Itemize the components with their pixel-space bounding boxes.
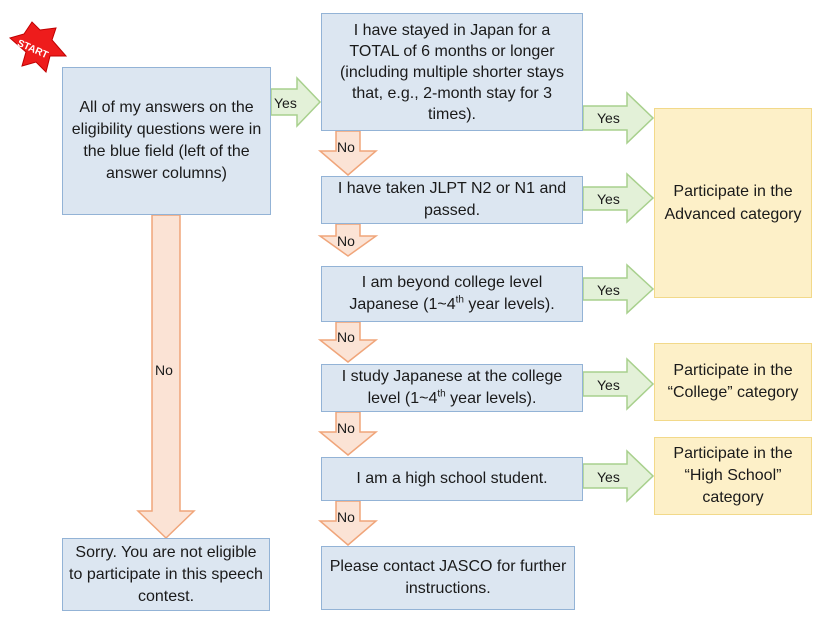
no-label-beyond: No: [337, 329, 355, 345]
no-label-left: No: [155, 362, 173, 378]
no-label-jlpt: No: [337, 233, 355, 249]
yes-arrow-beyond: [582, 263, 655, 315]
no-arrow-beyond: [317, 321, 379, 363]
yes-label-stayed: Yes: [597, 110, 620, 126]
no-label-stayed: No: [337, 139, 355, 155]
college-question-text: I study Japanese at the college level (1…: [341, 368, 563, 407]
yes-arrow-jlpt: [582, 172, 655, 224]
start-burst-icon: [8, 21, 68, 73]
yes-label-jlpt: Yes: [597, 191, 620, 207]
yes-arrow-college: [582, 357, 655, 411]
no-arrow-stayed: [317, 130, 379, 176]
yes-label-highschool: Yes: [597, 469, 620, 485]
jlpt-question-text: I have taken JLPT N2 or N1 and passed.: [337, 180, 567, 219]
college-category-text: Participate in the “College” category: [667, 362, 799, 401]
highschool-question-box: I am a high school student.: [321, 457, 583, 501]
highschool-question-text: I am a high school student.: [356, 470, 548, 487]
contact-box: Please contact JASCO for further instruc…: [321, 546, 575, 610]
college-question-box: I study Japanese at the college level (1…: [321, 364, 583, 412]
no-label-highschool: No: [337, 509, 355, 525]
not-eligible-box: Sorry. You are not eligible to participa…: [62, 538, 270, 611]
no-arrow-left: [136, 214, 196, 540]
jlpt-question-box: I have taken JLPT N2 or N1 and passed.: [321, 176, 583, 224]
yes-arrow-highschool: [582, 449, 655, 503]
no-arrow-highschool: [317, 500, 379, 546]
college-category-box: Participate in the “College” category: [654, 343, 812, 421]
yes-label-beyond: Yes: [597, 282, 620, 298]
yes-arrow-start: [270, 76, 322, 128]
yes-arrow-stayed: [582, 91, 655, 145]
no-arrow-jlpt: [317, 223, 379, 257]
advanced-category-text: Participate in the Advanced category: [664, 183, 802, 223]
highschool-category-text: Participate in the “High School” categor…: [673, 445, 793, 506]
no-arrow-college: [317, 411, 379, 456]
start-question-text: All of my answers on the eligibility que…: [71, 99, 262, 182]
not-eligible-text: Sorry. You are not eligible to participa…: [69, 543, 263, 605]
contact-text: Please contact JASCO for further instruc…: [329, 558, 567, 597]
stayed-question-text: I have stayed in Japan for a TOTAL of 6 …: [339, 21, 565, 123]
highschool-category-box: Participate in the “High School” categor…: [654, 437, 812, 515]
yes-label-college: Yes: [597, 377, 620, 393]
yes-label-start: Yes: [274, 95, 297, 111]
no-label-college: No: [337, 420, 355, 436]
start-question-box: All of my answers on the eligibility que…: [62, 67, 271, 215]
beyond-college-question-box: I am beyond college level Japanese (1~4t…: [321, 266, 583, 322]
beyond-college-question-text: I am beyond college level Japanese (1~4t…: [349, 274, 555, 313]
advanced-category-box: Participate in the Advanced category: [654, 108, 812, 298]
stayed-question-box: I have stayed in Japan for a TOTAL of 6 …: [321, 13, 583, 131]
